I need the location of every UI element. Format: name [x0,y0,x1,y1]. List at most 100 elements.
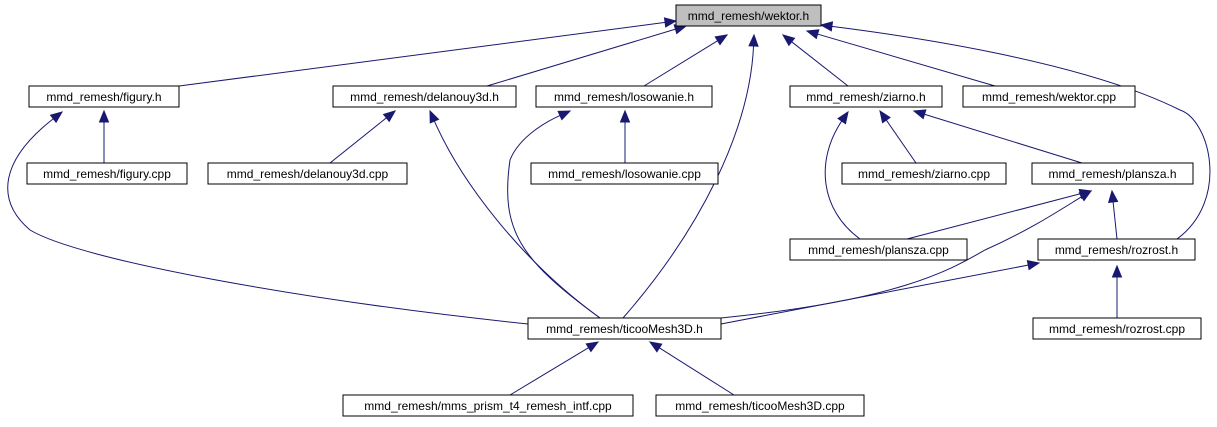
edge-ziarno_cpp-to-ziarno_h [879,109,917,164]
node-mms-prism-cpp[interactable]: mmd_remesh/mms_prism_t4_remesh_intf.cpp [342,394,634,417]
node-wektor-cpp[interactable]: mmd_remesh/wektor.cpp [962,85,1136,108]
edge-line [816,33,996,87]
node-label: mmd_remesh/delanouy3d.h [350,90,499,104]
node-box[interactable] [789,238,968,261]
node-ziarno-h[interactable]: mmd_remesh/ziarno.h [789,85,943,108]
node-label: mmd_remesh/plansza.h [1048,167,1176,181]
node-box[interactable] [841,162,1007,185]
edge-figury_h-to-wektor_h [178,17,678,87]
node-box[interactable] [527,317,722,340]
node-figury-h[interactable]: mmd_remesh/figury.h [28,85,180,108]
arrowhead-icon [1078,190,1093,202]
edge-ticooMesh3D_cpp-to-ticooMesh3D_h [648,341,735,396]
edge-line [923,113,1083,164]
node-box[interactable] [1031,162,1194,185]
arrowhead-icon [714,34,729,46]
arrowhead-icon [557,110,572,121]
edge-line [824,119,861,240]
node-figury-cpp[interactable]: mmd_remesh/figury.cpp [26,162,188,185]
arrowhead-icon [1026,260,1041,271]
edge-plansza_h-to-ziarno_h [912,109,1083,164]
node-ticooMesh3D-h[interactable]: mmd_remesh/ticooMesh3D.h [527,317,722,340]
node-ticooMesh3D-cpp[interactable]: mmd_remesh/ticooMesh3D.cpp [655,394,865,417]
edge-plansza_cpp-to-plansza_h [906,188,1093,240]
edge-line [720,264,1030,325]
arrowhead-icon [382,110,397,123]
node-delanouy3d-h[interactable]: mmd_remesh/delanouy3d.h [332,85,517,108]
arrowhead-icon [429,109,440,124]
arrowhead-icon [837,110,849,125]
edge-plansza_cpp-to-ziarno_h [824,110,861,240]
arrowhead-icon [619,109,631,123]
node-box[interactable] [26,162,188,185]
node-box[interactable] [655,394,865,417]
node-box[interactable] [342,394,634,417]
node-box[interactable] [789,85,943,108]
edge-line [658,346,735,396]
arrowhead-icon [585,341,600,353]
edge-rozrost_h-to-plansza_h [1107,189,1119,240]
arrowhead-icon [912,109,927,120]
node-label: mmd_remesh/mms_prism_t4_remesh_intf.cpp [364,399,612,413]
node-rozrost-cpp[interactable]: mmd_remesh/rozrost.cpp [1032,317,1202,340]
node-label: mmd_remesh/ziarno.cpp [858,167,990,181]
node-box[interactable] [207,162,408,185]
node-box[interactable] [530,162,719,185]
edge-line [906,193,1082,240]
edge-ticooMesh3D_h-to-rozrost_h [720,260,1041,325]
node-label: mmd_remesh/figury.cpp [43,167,171,181]
edge-rozrost_h-to-wektor_h [819,21,1211,240]
node-label: mmd_remesh/losowanie.cpp [548,167,701,181]
edge-delanouy3d_cpp-to-delanouy3d_h [329,110,397,164]
node-losowanie-cpp[interactable]: mmd_remesh/losowanie.cpp [530,162,719,185]
node-label: mmd_remesh/wektor.h [688,9,809,23]
node-label: mmd_remesh/wektor.cpp [982,90,1116,104]
arrowhead-icon [1111,264,1123,278]
node-wektor-h[interactable]: mmd_remesh/wektor.h [675,4,822,27]
arrowhead-icon [663,17,678,28]
node-rozrost-h[interactable]: mmd_remesh/rozrost.h [1037,238,1196,261]
node-plansza-cpp[interactable]: mmd_remesh/plansza.cpp [789,238,968,261]
node-label: mmd_remesh/delanouy3d.cpp [227,167,389,181]
arrowhead-icon [648,341,663,353]
node-box[interactable] [332,85,517,108]
edge-line [1112,200,1118,240]
edge-wektor_cpp-to-wektor_h [805,29,996,87]
node-box[interactable] [675,4,822,27]
edge-delanouy3d_h-to-wektor_h [486,24,688,87]
edges-layer [7,17,1211,396]
node-ziarno-cpp[interactable]: mmd_remesh/ziarno.cpp [841,162,1007,185]
edge-ziarno_h-to-wektor_h [781,34,849,87]
node-plansza-h[interactable]: mmd_remesh/plansza.h [1031,162,1194,185]
edge-losowanie_cpp-to-losowanie_h [619,109,631,163]
node-label: mmd_remesh/plansza.cpp [808,243,949,257]
node-box[interactable] [535,85,713,108]
edge-line [7,117,529,325]
node-box[interactable] [28,85,180,108]
edge-losowanie_h-to-wektor_h [643,34,729,87]
node-box[interactable] [1037,238,1196,261]
node-label: mmd_remesh/ticooMesh3D.h [546,322,703,336]
node-box[interactable] [1032,317,1202,340]
node-losowanie-h[interactable]: mmd_remesh/losowanie.h [535,85,713,108]
node-delanouy3d-cpp[interactable]: mmd_remesh/delanouy3d.cpp [207,162,408,185]
edge-line [830,25,1211,240]
arrowhead-icon [748,33,759,47]
node-label: mmd_remesh/ziarno.h [806,90,925,104]
node-box[interactable] [962,85,1136,108]
edge-line [790,40,849,87]
node-label: mmd_remesh/rozrost.cpp [1049,322,1185,336]
edge-line [507,114,601,319]
edge-ticooMesh3D_h-to-delanouy3d_h [429,109,601,319]
edge-line [178,21,667,87]
arrowhead-icon [879,109,891,124]
node-label: mmd_remesh/ticooMesh3D.cpp [675,399,845,413]
arrowhead-icon [781,34,796,47]
edge-line [509,346,590,396]
edge-line [643,39,719,87]
edge-line [329,116,388,164]
edge-line [486,28,677,87]
node-label: mmd_remesh/rozrost.h [1055,243,1178,257]
